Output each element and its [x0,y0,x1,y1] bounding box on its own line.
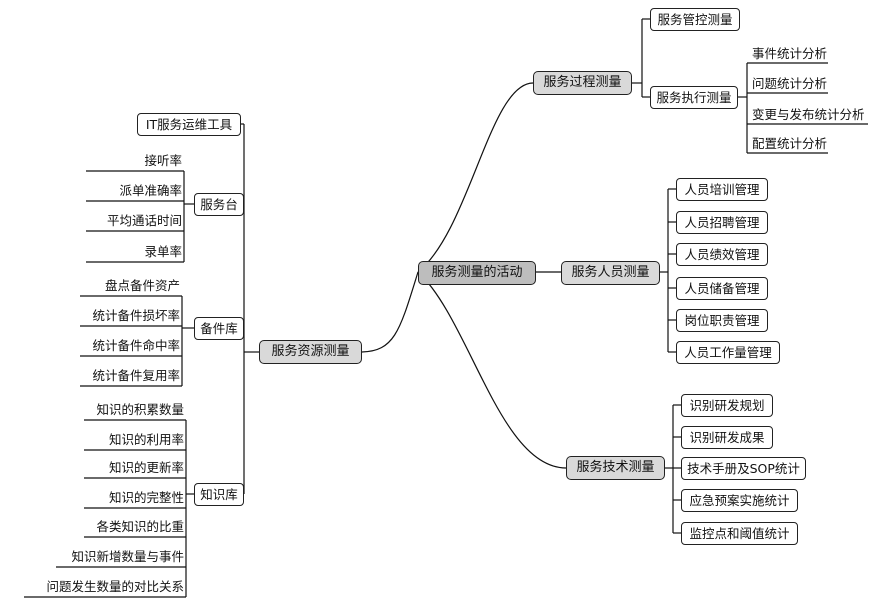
service-desk-item: 平均通话时间 [106,213,182,228]
resource-node[interactable]: 服务资源测量 [259,340,362,364]
center-node[interactable]: 服务测量的活动 [418,261,536,285]
technology-item[interactable]: 应急预案实施统计 [681,489,798,512]
knowledge-item: 知识的完整性 [108,490,184,505]
personnel-item[interactable]: 岗位职责管理 [676,309,768,332]
service-desk-item: 派单准确率 [119,183,182,198]
execution-item: 配置统计分析 [752,136,828,151]
spare-parts-item: 统计备件复用率 [92,368,180,383]
service-desk-node[interactable]: 服务台 [194,193,244,216]
personnel-item[interactable]: 人员储备管理 [676,277,768,300]
personnel-item[interactable]: 人员招聘管理 [676,211,768,234]
spare-parts-item: 统计备件损坏率 [92,308,180,323]
process-control-node[interactable]: 服务管控测量 [650,8,740,31]
personnel-item[interactable]: 人员工作量管理 [676,341,780,364]
spare-parts-item: 盘点备件资产 [104,278,180,293]
knowledge-item: 知识的更新率 [108,460,184,475]
service-desk-item: 录单率 [144,244,182,259]
execution-item: 事件统计分析 [752,46,828,61]
execution-item: 问题统计分析 [752,76,828,91]
spare-parts-node[interactable]: 备件库 [194,317,244,340]
process-node[interactable]: 服务过程测量 [533,71,632,95]
technology-item[interactable]: 识别研发成果 [681,426,773,449]
it-tools-node[interactable]: IT服务运维工具 [137,113,241,136]
knowledge-node[interactable]: 知识库 [194,483,244,506]
execution-item: 变更与发布统计分析 [752,107,865,122]
personnel-item[interactable]: 人员培训管理 [676,178,768,201]
personnel-item[interactable]: 人员绩效管理 [676,243,768,266]
knowledge-item: 知识的积累数量 [96,402,184,417]
personnel-node[interactable]: 服务人员测量 [561,261,660,285]
technology-node[interactable]: 服务技术测量 [566,456,665,480]
technology-item[interactable]: 技术手册及SOP统计 [681,457,806,480]
knowledge-item: 知识新增数量与事件 [71,549,184,564]
service-desk-item: 接听率 [144,153,182,168]
technology-item[interactable]: 监控点和阈值统计 [681,522,798,545]
knowledge-item: 知识的利用率 [108,432,184,447]
process-execution-node[interactable]: 服务执行测量 [650,86,738,109]
knowledge-item: 各类知识的比重 [96,519,184,534]
knowledge-item: 问题发生数量的对比关系 [46,579,184,594]
technology-item[interactable]: 识别研发规划 [681,394,773,417]
spare-parts-item: 统计备件命中率 [92,338,180,353]
